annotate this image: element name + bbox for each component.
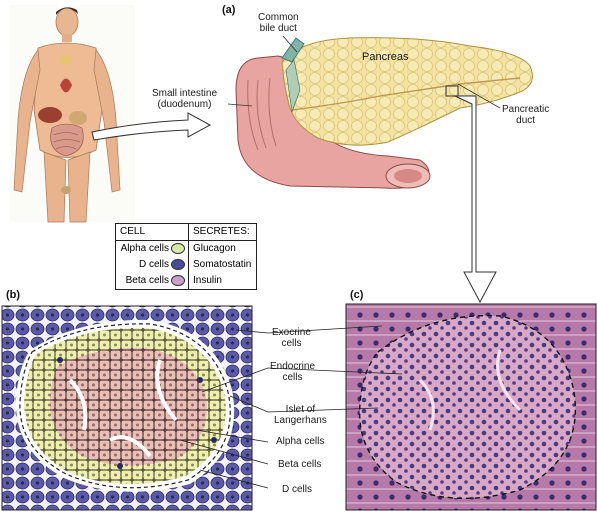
alpha-cell-swatch bbox=[171, 242, 185, 254]
leader-lines-bc bbox=[179, 325, 403, 489]
label-pancreas: Pancreas bbox=[362, 51, 409, 63]
pancreas-illustration bbox=[235, 37, 533, 189]
legend-cell-name: Alpha cells bbox=[120, 243, 169, 254]
panel-label-c: (c) bbox=[350, 289, 364, 301]
label-exocrine-cells: Exocrine cells bbox=[272, 327, 311, 349]
human-figure bbox=[10, 5, 135, 223]
arrow-to-pancreas bbox=[91, 112, 212, 141]
label-alpha-cells: Alpha cells bbox=[276, 436, 325, 447]
cell-secretion-legend: CELL SECRETES: Alpha cells Glucagon D ce… bbox=[115, 223, 257, 290]
label-pancreatic-duct: Pancreatic duct bbox=[502, 104, 550, 126]
leader-lines-a bbox=[227, 35, 501, 109]
legend-row: Beta cells Insulin bbox=[116, 273, 256, 289]
beta-cell-swatch bbox=[171, 274, 185, 286]
legend-row: D cells Somatostatin bbox=[116, 257, 256, 273]
label-endocrine-cells: Endocrine cells bbox=[270, 361, 316, 383]
d-cell-swatch bbox=[171, 258, 185, 270]
legend-secretion: Somatostatin bbox=[193, 259, 252, 270]
arrow-to-histology bbox=[454, 95, 497, 304]
label-d-cells: D cells bbox=[282, 484, 313, 495]
label-islet-of-langerhans: Islet of Langerhans bbox=[274, 404, 327, 426]
legend-secretion: Insulin bbox=[193, 275, 222, 286]
histology-micrograph bbox=[345, 303, 597, 511]
legend-cell-name: D cells bbox=[138, 259, 169, 270]
label-small-intestine: Small intestine (duodenum) bbox=[152, 88, 218, 110]
panel-label-a: (a) bbox=[222, 4, 236, 16]
legend-cell-name: Beta cells bbox=[125, 275, 169, 286]
panel-label-b: (b) bbox=[6, 289, 21, 301]
label-beta-cells: Beta cells bbox=[278, 459, 322, 470]
islet-drawing bbox=[1, 305, 253, 511]
legend-secretion: Glucagon bbox=[193, 243, 236, 254]
legend-row: Alpha cells Glucagon bbox=[116, 240, 256, 257]
label-common-bile-duct: Common bile duct bbox=[258, 12, 299, 34]
legend-header-secretes: SECRETES: bbox=[188, 224, 256, 241]
legend-header-cell: CELL bbox=[116, 224, 189, 241]
